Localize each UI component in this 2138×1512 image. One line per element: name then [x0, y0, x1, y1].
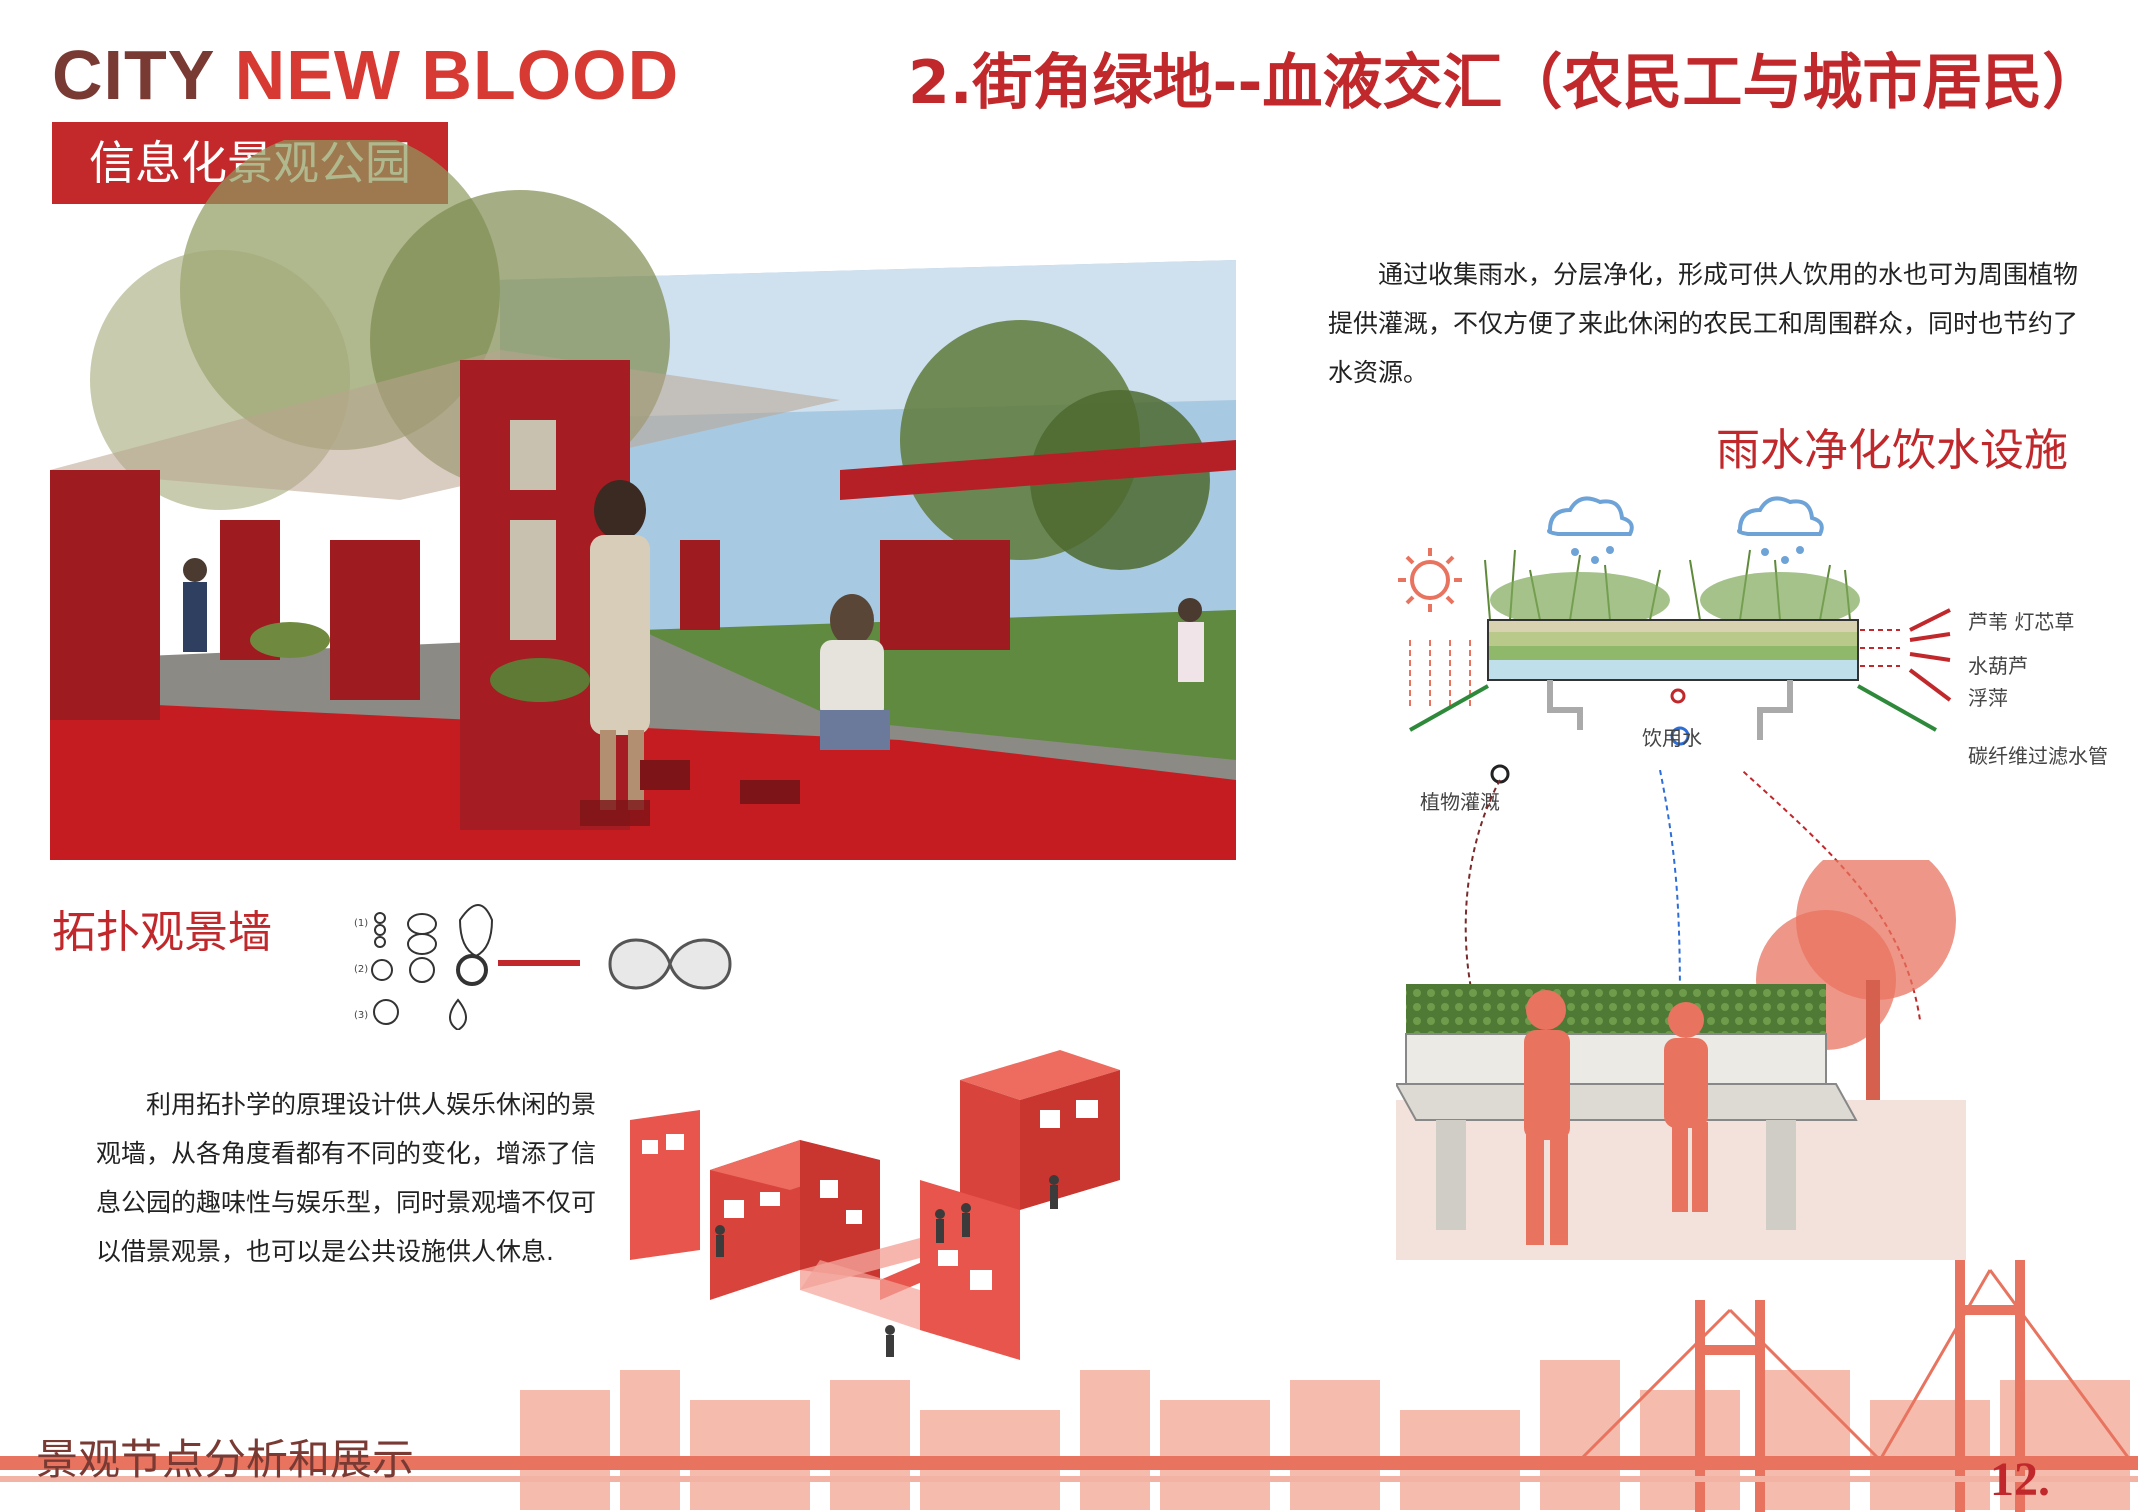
sun-icon	[1398, 548, 1462, 612]
rain-purification-diagram	[1398, 496, 1952, 784]
label-drinking-water: 饮用水	[1642, 726, 1702, 750]
topology-description: 利用拓扑学的原理设计供人娱乐休闲的景观墙，从各角度看都有不同的变化，增添了信息公…	[96, 1090, 597, 1266]
water-description: 通过收集雨水，分层净化，形成可供人饮用的水也可为周围植物提供灌溉，不仅方便了来此…	[1328, 260, 2079, 387]
diagram-mark-2: (2)	[354, 964, 368, 975]
topology-wall-title: 拓扑观景墙	[52, 907, 272, 958]
diagram-mark-3: (3)	[354, 1010, 368, 1021]
brand-word-new-blood: NEW BLOOD	[234, 36, 680, 114]
label-water-hyacinth: 水葫芦	[1968, 654, 2028, 678]
footer-title: 景观节点分析和展示	[36, 1435, 415, 1484]
brand-word-city: CITY	[52, 36, 215, 114]
label-filter-pipe: 碳纤维过滤水管	[1968, 744, 2108, 768]
rain-facility-title: 雨水净化饮水设施	[1716, 425, 2068, 476]
topology-connector-line	[498, 960, 580, 966]
park-perspective-rendering	[50, 140, 1236, 860]
page-title: 2.街角绿地--血液交汇（农民工与城市居民）	[908, 48, 2103, 118]
topology-wall-illustration	[630, 1050, 1120, 1360]
label-duckweed: 浮萍	[1968, 686, 2008, 710]
diagram-mark-1: (1)	[354, 918, 368, 929]
rain-cloud-icon	[1547, 496, 1824, 536]
label-irrigation: 植物灌溉	[1420, 790, 1500, 814]
drinking-fountain-illustration	[1396, 860, 1966, 1260]
page-number: 12.	[1990, 1453, 2050, 1506]
topology-diagram: (1) (2) (3)	[354, 904, 494, 1030]
label-reed: 芦苇 灯芯草	[1968, 610, 2075, 634]
mobius-strip-icon	[608, 938, 732, 990]
city-skyline-footer	[0, 1260, 2138, 1512]
brand-title: CITY NEW BLOOD	[52, 40, 679, 110]
